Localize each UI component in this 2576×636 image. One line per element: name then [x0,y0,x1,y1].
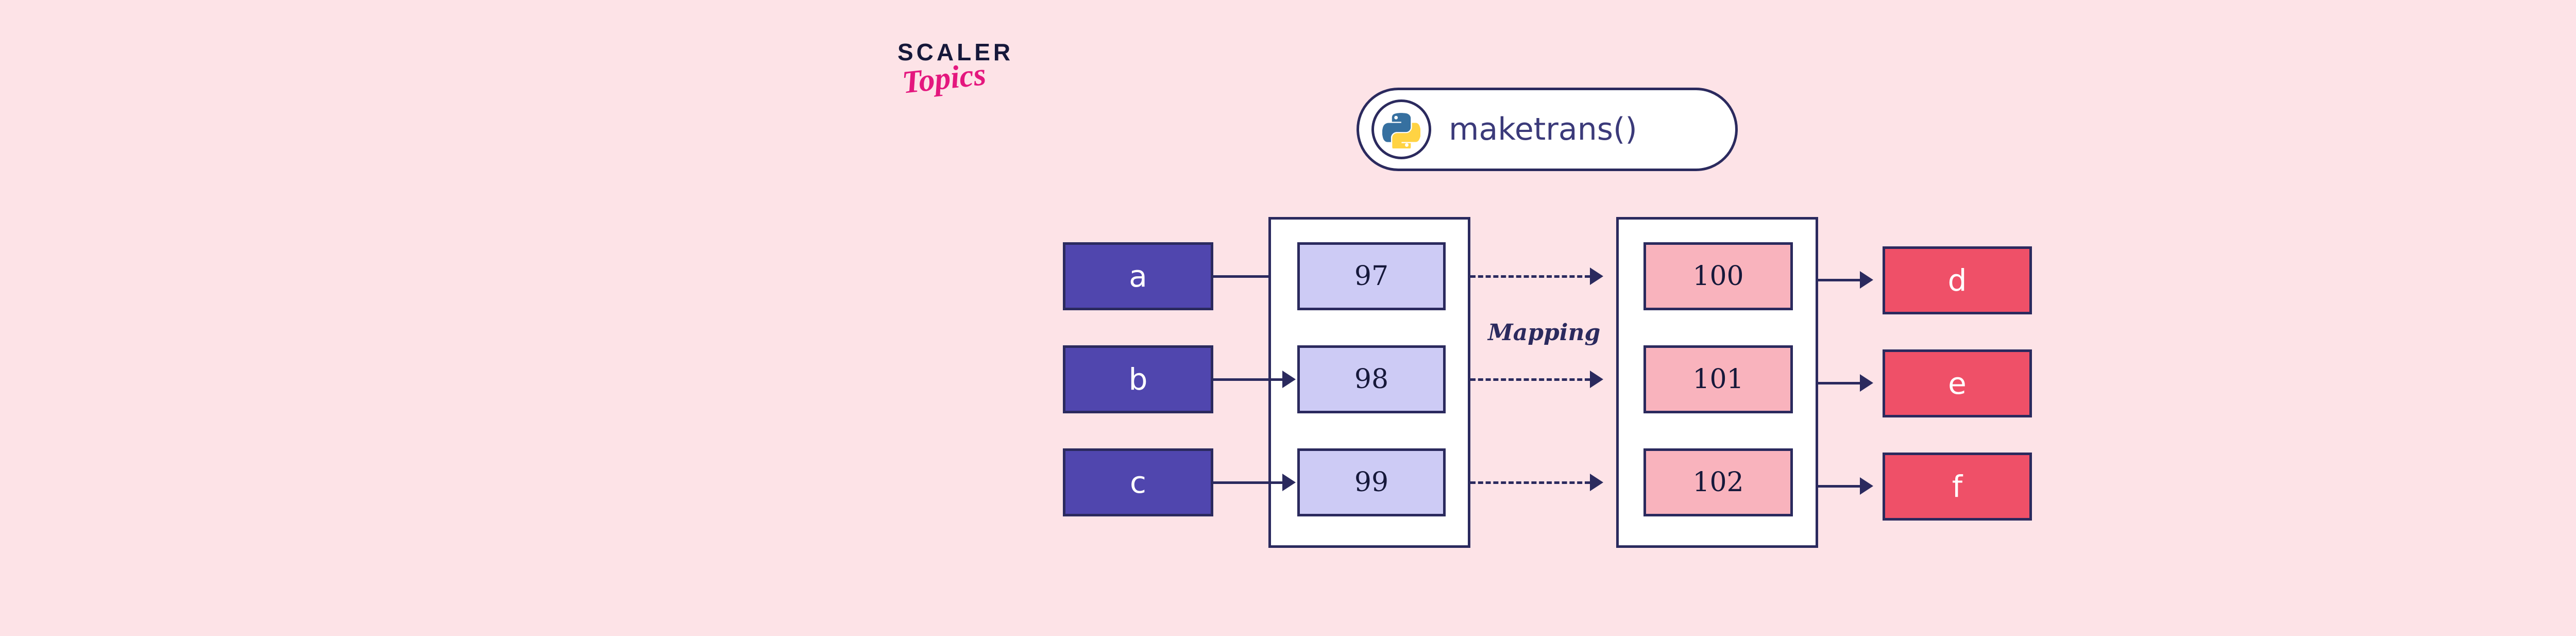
mapping-dashed-line-3 [1470,481,1590,484]
title-badge: maketrans() [1357,88,1738,171]
dest-code-box-1: 100 [1643,242,1793,310]
arrowhead-src-to-code-2 [1282,371,1296,388]
arrowhead-mapping-1 [1590,267,1603,285]
logo-scaler-text: SCALER [897,39,1014,65]
dest-char-box-2: e [1883,349,2032,417]
arrowhead-code-to-dest-1 [1860,271,1873,289]
source-code-box-2: 98 [1297,345,1446,413]
python-logo-icon [1382,113,1420,148]
source-char-box-2: b [1063,345,1213,413]
dest-code-box-3: 102 [1643,448,1793,516]
connector-code-to-dest-1 [1818,279,1869,281]
arrowhead-code-to-dest-3 [1860,477,1873,495]
connector-code-to-dest-2 [1818,382,1869,384]
mapping-dashed-line-1 [1470,275,1590,278]
connector-src-to-code-2 [1212,378,1282,381]
connector-code-to-dest-3 [1818,485,1869,488]
source-char-box-1: a [1063,242,1213,310]
mapping-label: Mapping [1488,320,1601,346]
dest-char-box-1: d [1883,246,2032,314]
arrowhead-mapping-3 [1590,474,1603,491]
arrowhead-code-to-dest-2 [1860,374,1873,392]
dest-char-box-3: f [1883,453,2032,521]
python-logo-ring [1371,99,1431,159]
arrowhead-mapping-2 [1590,371,1603,388]
source-char-box-3: c [1063,448,1213,516]
connector-src-to-code-1 [1212,275,1282,278]
arrowhead-src-to-code-3 [1282,474,1296,491]
connector-src-to-code-3 [1212,481,1282,484]
source-code-box-1: 97 [1297,242,1446,310]
mapping-dashed-line-2 [1470,378,1590,381]
dest-code-box-2: 101 [1643,345,1793,413]
title-badge-label: maketrans() [1449,111,1637,147]
scaler-topics-logo: SCALER Topics [897,40,1062,133]
source-code-box-3: 99 [1297,448,1446,516]
